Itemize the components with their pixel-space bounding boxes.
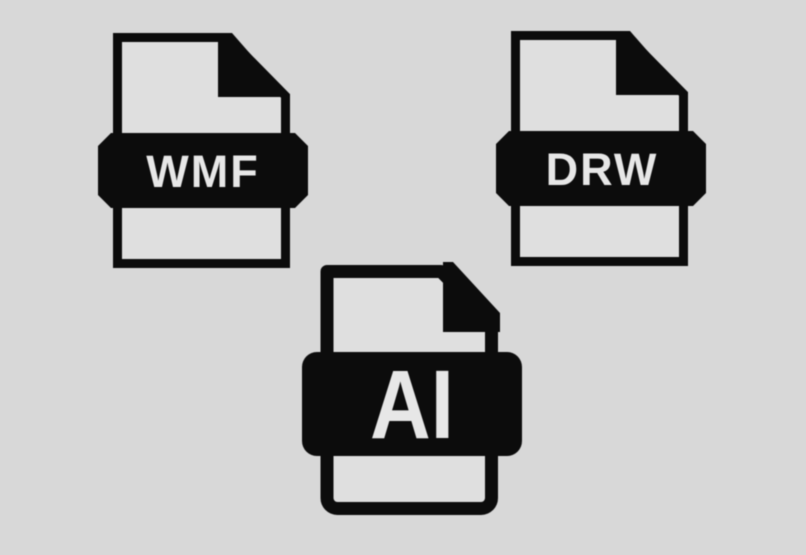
wmf-label-band xyxy=(98,133,308,208)
ai-label-band xyxy=(302,352,522,456)
drw-file-icon: DRW xyxy=(496,31,706,266)
wmf-file-icon: WMF xyxy=(98,33,308,268)
drw-folded-corner-icon xyxy=(616,31,686,95)
drw-label-band xyxy=(496,131,706,206)
ai-file-icon: AI xyxy=(302,262,522,515)
ai-folded-corner-icon xyxy=(443,262,500,332)
wmf-folded-corner-icon xyxy=(218,33,288,97)
drw-format-label: DRW xyxy=(546,144,659,195)
ai-format-label: AI xyxy=(370,350,454,459)
wmf-format-label: WMF xyxy=(146,146,259,197)
